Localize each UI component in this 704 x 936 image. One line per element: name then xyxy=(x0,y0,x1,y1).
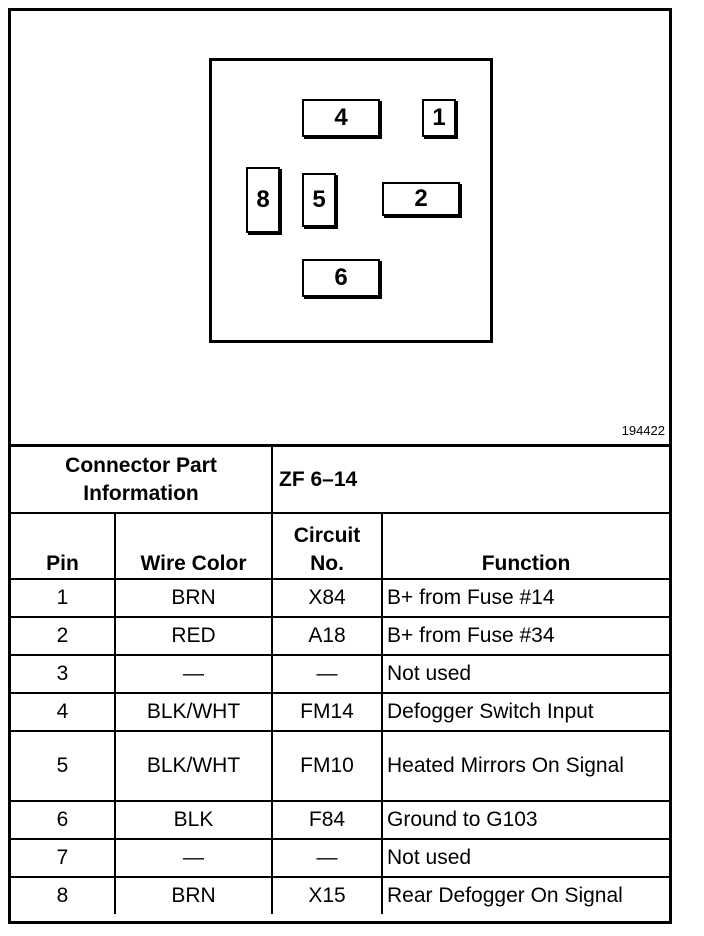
wire-color-cell: RED xyxy=(113,616,274,656)
function-cell: Not used xyxy=(381,654,670,694)
header-circuit-no: Circuit No. xyxy=(271,512,384,580)
wire-color-cell: BRN xyxy=(113,578,274,618)
pin-cell: 7 xyxy=(11,838,116,878)
header-function: Function xyxy=(381,512,670,580)
pin-cavity-1: 1 xyxy=(422,99,456,137)
part-info-label: Connector Part Information xyxy=(11,444,274,514)
table-row: 7 — — Not used xyxy=(11,838,670,878)
circuit-cell: X15 xyxy=(271,876,384,914)
part-info-row: Connector Part Information ZF 6–14 xyxy=(11,444,670,514)
table-row: 6 BLK F84 Ground to G103 xyxy=(11,800,670,840)
table-row: 1 BRN X84 B+ from Fuse #14 xyxy=(11,578,670,618)
function-cell: Defogger Switch Input xyxy=(381,692,670,732)
circuit-cell: FM14 xyxy=(271,692,384,732)
function-cell: B+ from Fuse #34 xyxy=(381,616,670,656)
pin-cell: 8 xyxy=(11,876,116,914)
part-info-value: ZF 6–14 xyxy=(271,444,670,514)
pin-cell: 6 xyxy=(11,800,116,840)
circuit-cell: A18 xyxy=(271,616,384,656)
pin-cell: 2 xyxy=(11,616,116,656)
pin-cell: 5 xyxy=(11,730,116,802)
figure-number: 194422 xyxy=(621,423,665,438)
wire-color-cell: BLK xyxy=(113,800,274,840)
table-row: 4 BLK/WHT FM14 Defogger Switch Input xyxy=(11,692,670,732)
pin-cell: 3 xyxy=(11,654,116,694)
pin-cavity-4: 4 xyxy=(302,99,380,137)
header-wire-color: Wire Color xyxy=(113,512,274,580)
wire-color-cell: BRN xyxy=(113,876,274,914)
circuit-cell: — xyxy=(271,838,384,878)
wire-color-cell: BLK/WHT xyxy=(113,692,274,732)
function-cell: Rear Defogger On Signal xyxy=(381,876,670,914)
wire-color-cell: BLK/WHT xyxy=(113,730,274,802)
table-row: 8 BRN X15 Rear Defogger On Signal xyxy=(11,876,670,914)
circuit-cell: — xyxy=(271,654,384,694)
pin-cavity-8: 8 xyxy=(246,167,280,233)
connector-face-diagram: 4 1 8 5 2 6 194422 xyxy=(11,11,669,444)
wire-color-cell: — xyxy=(113,654,274,694)
column-header-row: Pin Wire Color Circuit No. Function xyxy=(11,512,670,580)
pin-cavity-2: 2 xyxy=(382,182,460,216)
circuit-cell: FM10 xyxy=(271,730,384,802)
function-cell: Ground to G103 xyxy=(381,800,670,840)
circuit-cell: X84 xyxy=(271,578,384,618)
connector-info-table: Connector Part Information ZF 6–14 Pin W… xyxy=(11,444,670,914)
connector-body: 4 1 8 5 2 6 xyxy=(209,58,493,343)
table-row: 3 — — Not used xyxy=(11,654,670,694)
pin-cavity-6: 6 xyxy=(302,259,380,297)
function-cell: Not used xyxy=(381,838,670,878)
table-row: 2 RED A18 B+ from Fuse #34 xyxy=(11,616,670,656)
pin-cell: 1 xyxy=(11,578,116,618)
wire-color-cell: — xyxy=(113,838,274,878)
table-row: 5 BLK/WHT FM10 Heated Mirrors On Signal xyxy=(11,730,670,802)
circuit-cell: F84 xyxy=(271,800,384,840)
header-pin: Pin xyxy=(11,512,116,580)
connector-pinout-sheet: 4 1 8 5 2 6 194422 Connector Part Inform… xyxy=(8,8,672,924)
function-cell: B+ from Fuse #14 xyxy=(381,578,670,618)
function-cell: Heated Mirrors On Signal xyxy=(381,730,670,802)
pin-cavity-5: 5 xyxy=(302,173,336,227)
pin-cell: 4 xyxy=(11,692,116,732)
